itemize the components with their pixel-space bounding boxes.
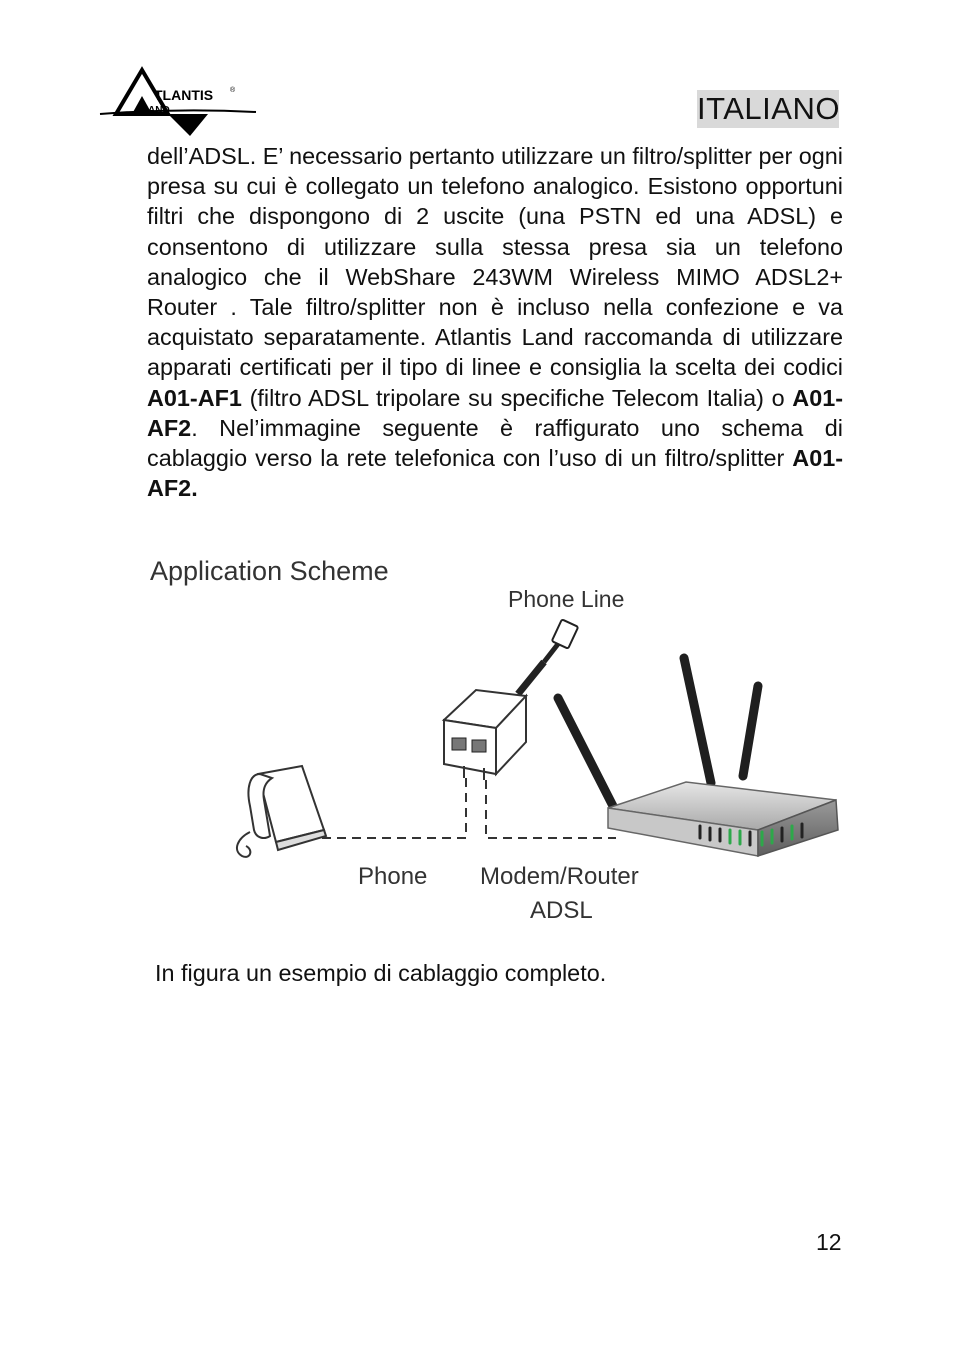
figure-title: Application Scheme [150, 556, 389, 586]
page-number: 12 [816, 1229, 842, 1255]
phone-line-label: Phone Line [508, 586, 624, 612]
body-text-part-1: dell’ADSL. E’ necessario pertanto utiliz… [147, 143, 843, 381]
antenna-icons [553, 653, 763, 813]
modem-router-label: Modem/Router [480, 863, 639, 890]
adsl-label: ADSL [530, 897, 593, 924]
body-text-part-2: (filtro ADSL tripolare su specifiche Tel… [241, 384, 793, 411]
product-code-af2: A01-AF2 [147, 384, 843, 441]
router-icon [607, 781, 839, 858]
dashed-cabling [318, 778, 616, 839]
phone-line-plug-icon [515, 618, 579, 697]
language-label: ITALIANO [697, 90, 840, 128]
atlantis-land-logo: TLANTIS AND ® [98, 66, 258, 138]
logo-text-bottom: AND [148, 105, 170, 116]
logo-text-top: TLANTIS [154, 87, 213, 103]
telephone-icon [235, 764, 328, 858]
figure-caption: In figura un esempio di cablaggio comple… [155, 960, 607, 986]
phone-label: Phone [358, 863, 427, 890]
application-scheme-figure: Application Scheme Phone Line [146, 538, 846, 958]
product-code-af2-end: A01-AF2. [147, 445, 843, 502]
splitter-icon [441, 688, 529, 780]
product-code-af1: A01-AF1 [147, 384, 242, 411]
svg-text:®: ® [230, 86, 236, 94]
body-paragraph: dell’ADSL. E’ necessario pertanto utiliz… [147, 141, 843, 503]
body-text-part-3: . Nel’immagine seguente è raffigurato un… [147, 414, 843, 472]
